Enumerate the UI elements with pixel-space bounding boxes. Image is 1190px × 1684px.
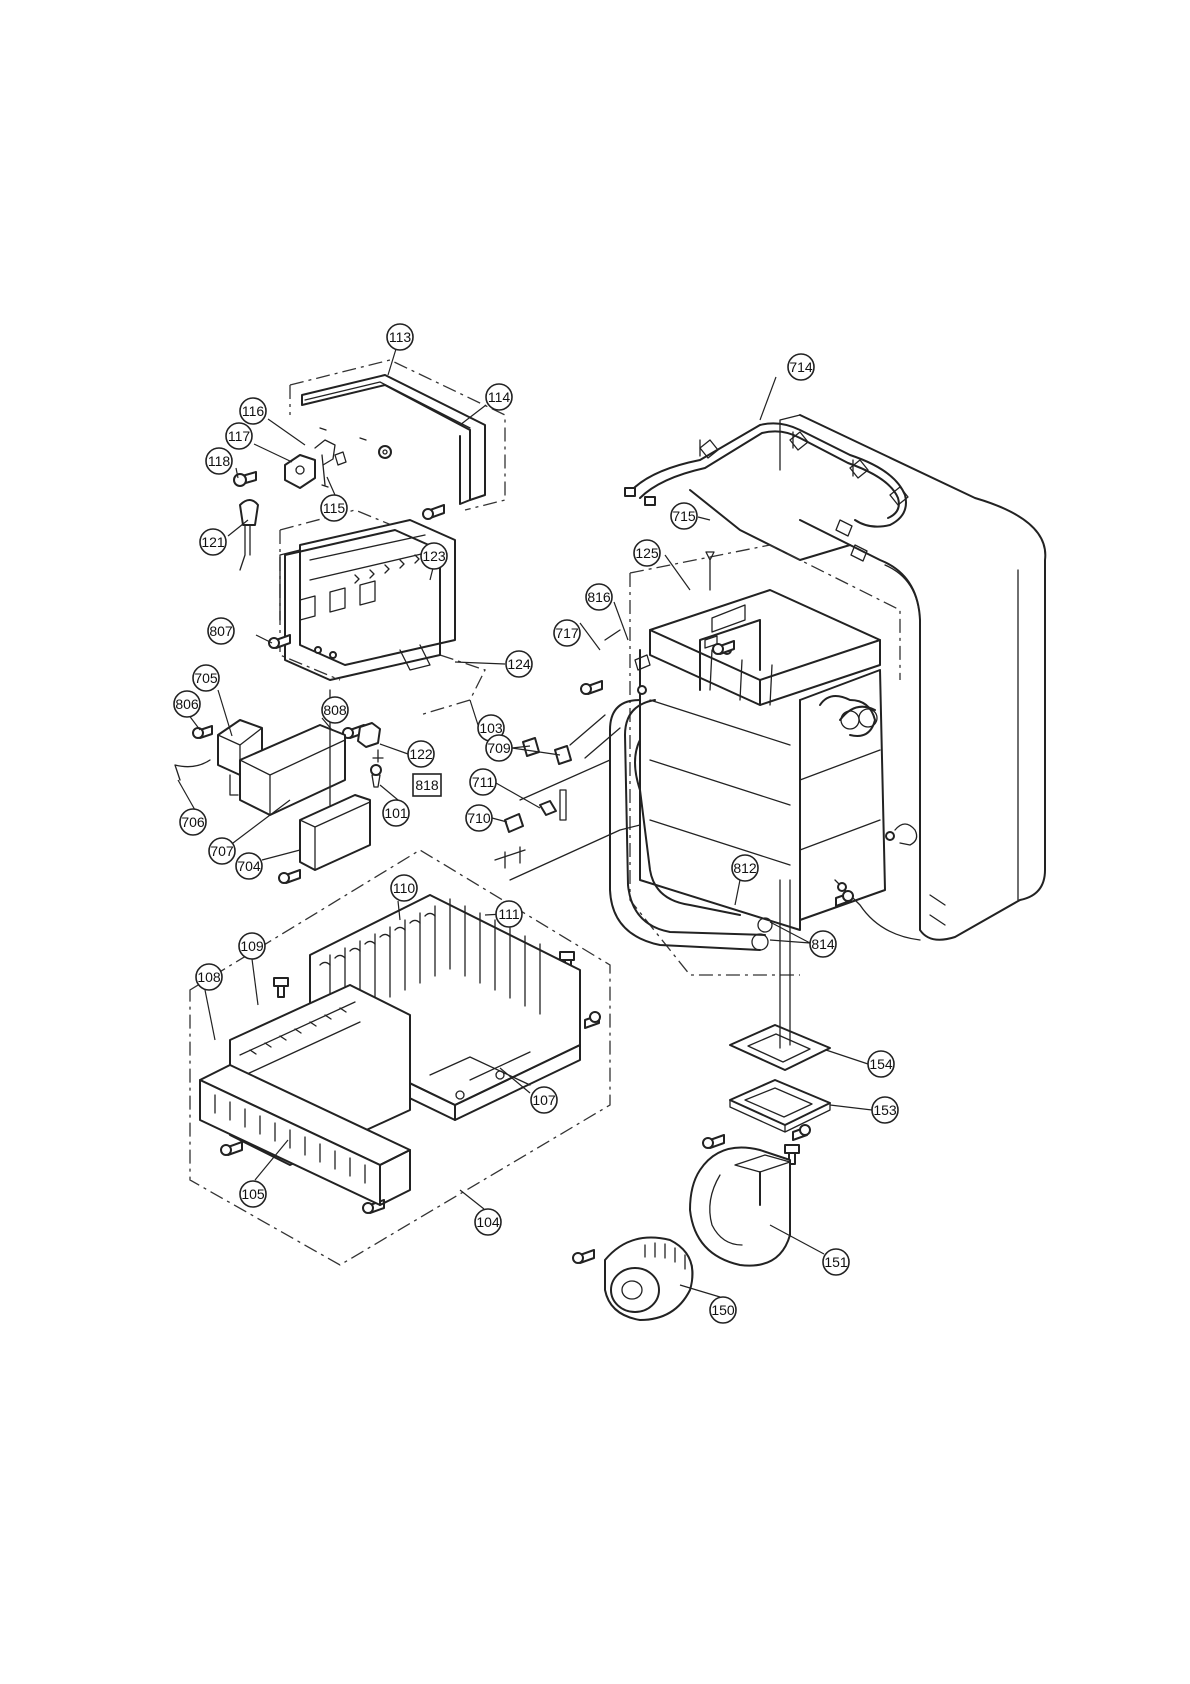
wire-harness-714	[625, 423, 908, 561]
fan-group	[605, 880, 830, 1320]
callout-709: 709	[486, 735, 512, 761]
callout-717: 717	[554, 620, 580, 646]
svg-text:110: 110	[393, 880, 416, 896]
svg-text:107: 107	[532, 1092, 556, 1108]
callout-118: 118	[206, 448, 232, 474]
callout-704: 704	[236, 853, 262, 879]
svg-text:118: 118	[208, 453, 231, 469]
callout-710: 710	[466, 805, 492, 831]
svg-text:154: 154	[869, 1056, 893, 1072]
callout-110: 110	[391, 875, 417, 901]
callout-124: 124	[506, 651, 532, 677]
svg-text:115: 115	[323, 500, 346, 516]
callout-707: 707	[209, 838, 235, 864]
svg-text:105: 105	[241, 1186, 265, 1202]
svg-text:709: 709	[487, 740, 511, 756]
callout-117: 117	[226, 423, 252, 449]
combustion-chamber-group	[280, 510, 485, 715]
callout-812: 812	[732, 855, 758, 881]
callout-705: 705	[193, 665, 219, 691]
igniter-705-group	[175, 690, 383, 870]
callout-107: 107	[531, 1087, 557, 1113]
svg-text:104: 104	[476, 1214, 500, 1230]
svg-text:111: 111	[498, 906, 519, 922]
svg-text:114: 114	[488, 389, 511, 405]
svg-text:151: 151	[824, 1254, 848, 1270]
callout-125: 125	[634, 540, 660, 566]
callout-116: 116	[240, 398, 266, 424]
svg-text:122: 122	[409, 746, 433, 762]
svg-text:806: 806	[175, 696, 199, 712]
svg-text:116: 116	[242, 403, 265, 419]
callout-151: 151	[823, 1249, 849, 1275]
callout-111: 111	[496, 901, 522, 927]
svg-text:108: 108	[197, 969, 221, 985]
svg-text:123: 123	[422, 548, 446, 564]
heat-exchanger-125	[610, 545, 917, 975]
callout-113: 113	[387, 324, 413, 350]
callout-806: 806	[174, 691, 200, 717]
callout-115: 115	[321, 495, 347, 521]
callout-122: 122	[408, 741, 434, 767]
svg-text:103: 103	[479, 720, 503, 736]
callout-715: 715	[671, 503, 697, 529]
callout-711: 711	[470, 769, 496, 795]
outer-casing	[780, 415, 1045, 940]
callout-101: 101	[383, 800, 409, 826]
svg-text:807: 807	[209, 623, 233, 639]
svg-text:153: 153	[873, 1102, 897, 1118]
svg-text:101: 101	[384, 805, 408, 821]
callout-814: 814	[810, 931, 836, 957]
callout-109: 109	[239, 933, 265, 959]
svg-text:715: 715	[672, 508, 696, 524]
svg-text:814: 814	[811, 936, 835, 952]
callout-706: 706	[180, 809, 206, 835]
svg-text:109: 109	[240, 938, 264, 954]
callout-154: 154	[868, 1051, 894, 1077]
svg-text:121: 121	[201, 534, 225, 550]
callout-807: 807	[208, 618, 234, 644]
callout-714: 714	[788, 354, 814, 380]
svg-text:808: 808	[323, 702, 347, 718]
callout-114: 114	[486, 384, 512, 410]
callout-121: 121	[200, 529, 226, 555]
svg-text:705: 705	[194, 670, 218, 686]
svg-text:711: 711	[472, 774, 495, 790]
callout-104: 104	[475, 1209, 501, 1235]
svg-text:117: 117	[228, 428, 251, 444]
callout-153: 153	[872, 1097, 898, 1123]
svg-text:812: 812	[733, 860, 757, 876]
top-panel-group	[290, 360, 505, 510]
callout-105: 105	[240, 1181, 266, 1207]
svg-text:714: 714	[789, 359, 813, 375]
callout-808: 808	[322, 697, 348, 723]
svg-text:710: 710	[467, 810, 491, 826]
svg-text:706: 706	[181, 814, 205, 830]
svg-text:113: 113	[389, 329, 412, 345]
svg-text:125: 125	[635, 545, 659, 561]
callout-818: 818	[413, 774, 441, 796]
svg-text:150: 150	[711, 1302, 735, 1318]
svg-text:707: 707	[210, 843, 234, 859]
svg-text:717: 717	[555, 625, 579, 641]
callout-108: 108	[196, 964, 222, 990]
svg-text:818: 818	[415, 777, 439, 793]
callout-816: 816	[586, 584, 612, 610]
callout-150: 150	[710, 1297, 736, 1323]
svg-text:124: 124	[507, 656, 531, 672]
svg-text:816: 816	[587, 589, 611, 605]
svg-text:704: 704	[237, 858, 261, 874]
callout-123: 123	[421, 543, 447, 569]
